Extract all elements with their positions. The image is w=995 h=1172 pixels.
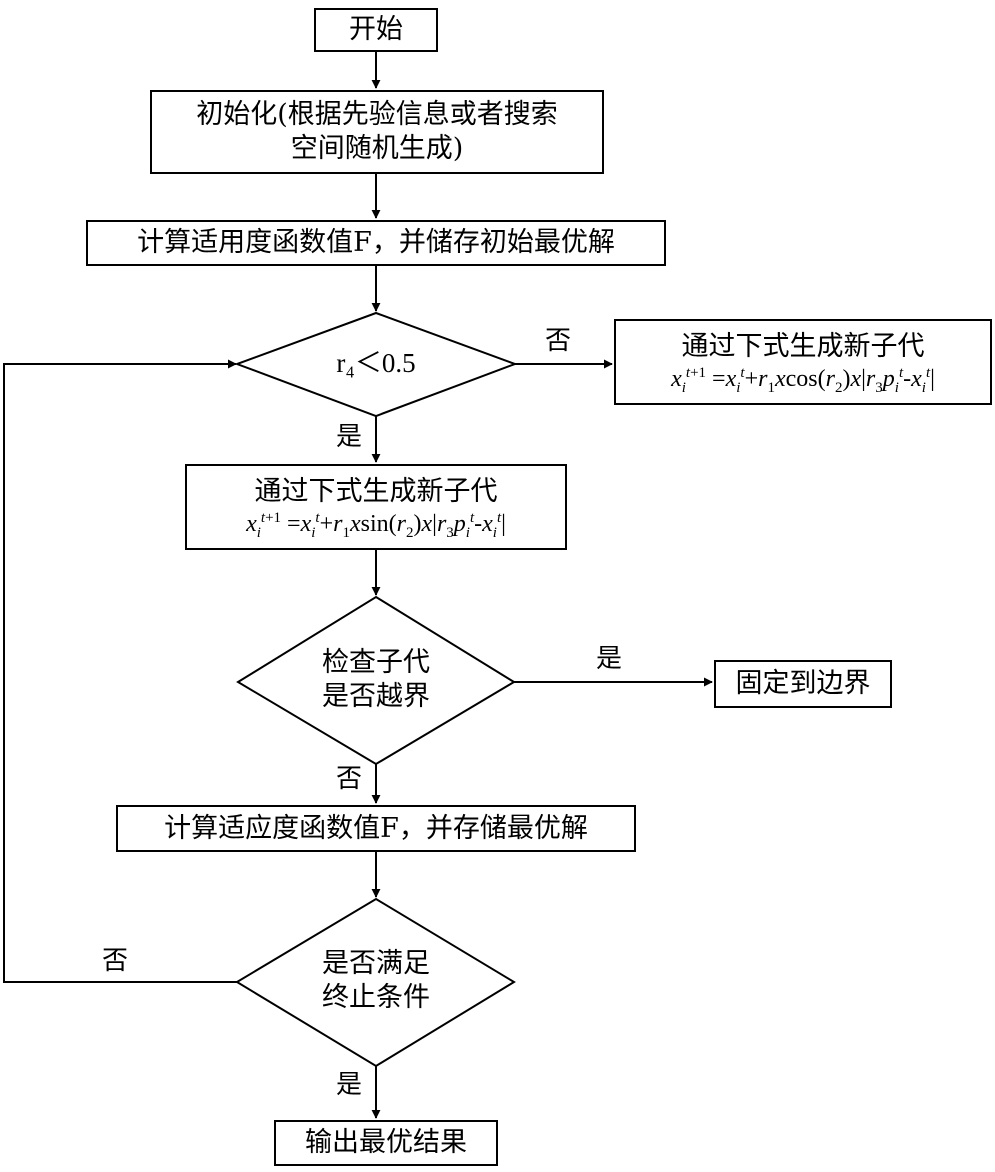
edge-label-check-no: 否 [336,764,363,794]
edge-label-decision1-yes: 是 [336,422,363,452]
edge-label-check-yes: 是 [596,644,623,674]
check-bounds-line1: 检查子代 [322,647,430,678]
gen-sin-title: 通过下式生成新子代 [254,476,498,507]
termination-line2: 终止条件 [322,982,430,1013]
loop-back-arrow [3,359,237,983]
check-bounds-label: 检查子代 是否越界 [296,646,456,714]
output-label: 输出最优结果 [305,1127,467,1158]
check-bounds-diamond [236,595,516,766]
start-box: 开始 [314,8,438,52]
output-box: 输出最优结果 [274,1120,498,1166]
fix-boundary-box: 固定到边界 [714,660,892,708]
gen-sin-box: 通过下式生成新子代 xit+1 =xit+r1xsin(r2)x|r3pit-x… [185,464,567,550]
init-label-line2: 空间随机生成) [290,133,464,164]
decision-r4-label: r₄＜0.5 [296,346,456,380]
start-label: 开始 [349,14,403,45]
gen-cos-formula: xit+1 =xit+r1xcos(r2)x|r3pit-xit| [671,365,935,396]
decision-r4-diamond [234,311,518,418]
edge-label-decision1-no: 否 [545,326,572,356]
gen-cos-box: 通过下式生成新子代 xit+1 =xit+r1xcos(r2)x|r3pit-x… [614,319,992,405]
decision-r4-text: r₄＜0.5 [336,348,416,378]
check-bounds-line2: 是否越界 [322,681,430,712]
init-box: 初始化(根据先验信息或者搜索 空间随机生成) [150,90,604,174]
init-label-line1: 初始化(根据先验信息或者搜索 [196,99,558,130]
compute-fitness-label: 计算适用度函数值F，并储存初始最优解 [137,227,615,258]
compute-fitness-best-box: 计算适应度函数值F，并存储最优解 [116,805,636,852]
termination-label: 是否满足 终止条件 [296,947,456,1015]
gen-cos-title: 通过下式生成新子代 [681,331,925,362]
edge-label-term-yes: 是 [336,1070,363,1100]
gen-sin-formula: xit+1 =xit+r1xsin(r2)x|r3pit-xit| [246,510,506,541]
termination-line1: 是否满足 [322,948,430,979]
compute-fitness-box: 计算适用度函数值F，并储存初始最优解 [86,220,666,266]
edge-label-term-no: 否 [102,946,129,976]
fix-boundary-label: 固定到边界 [735,668,871,699]
compute-fitness-best-label: 计算适应度函数值F，并存储最优解 [164,812,588,844]
termination-diamond [235,897,516,1068]
